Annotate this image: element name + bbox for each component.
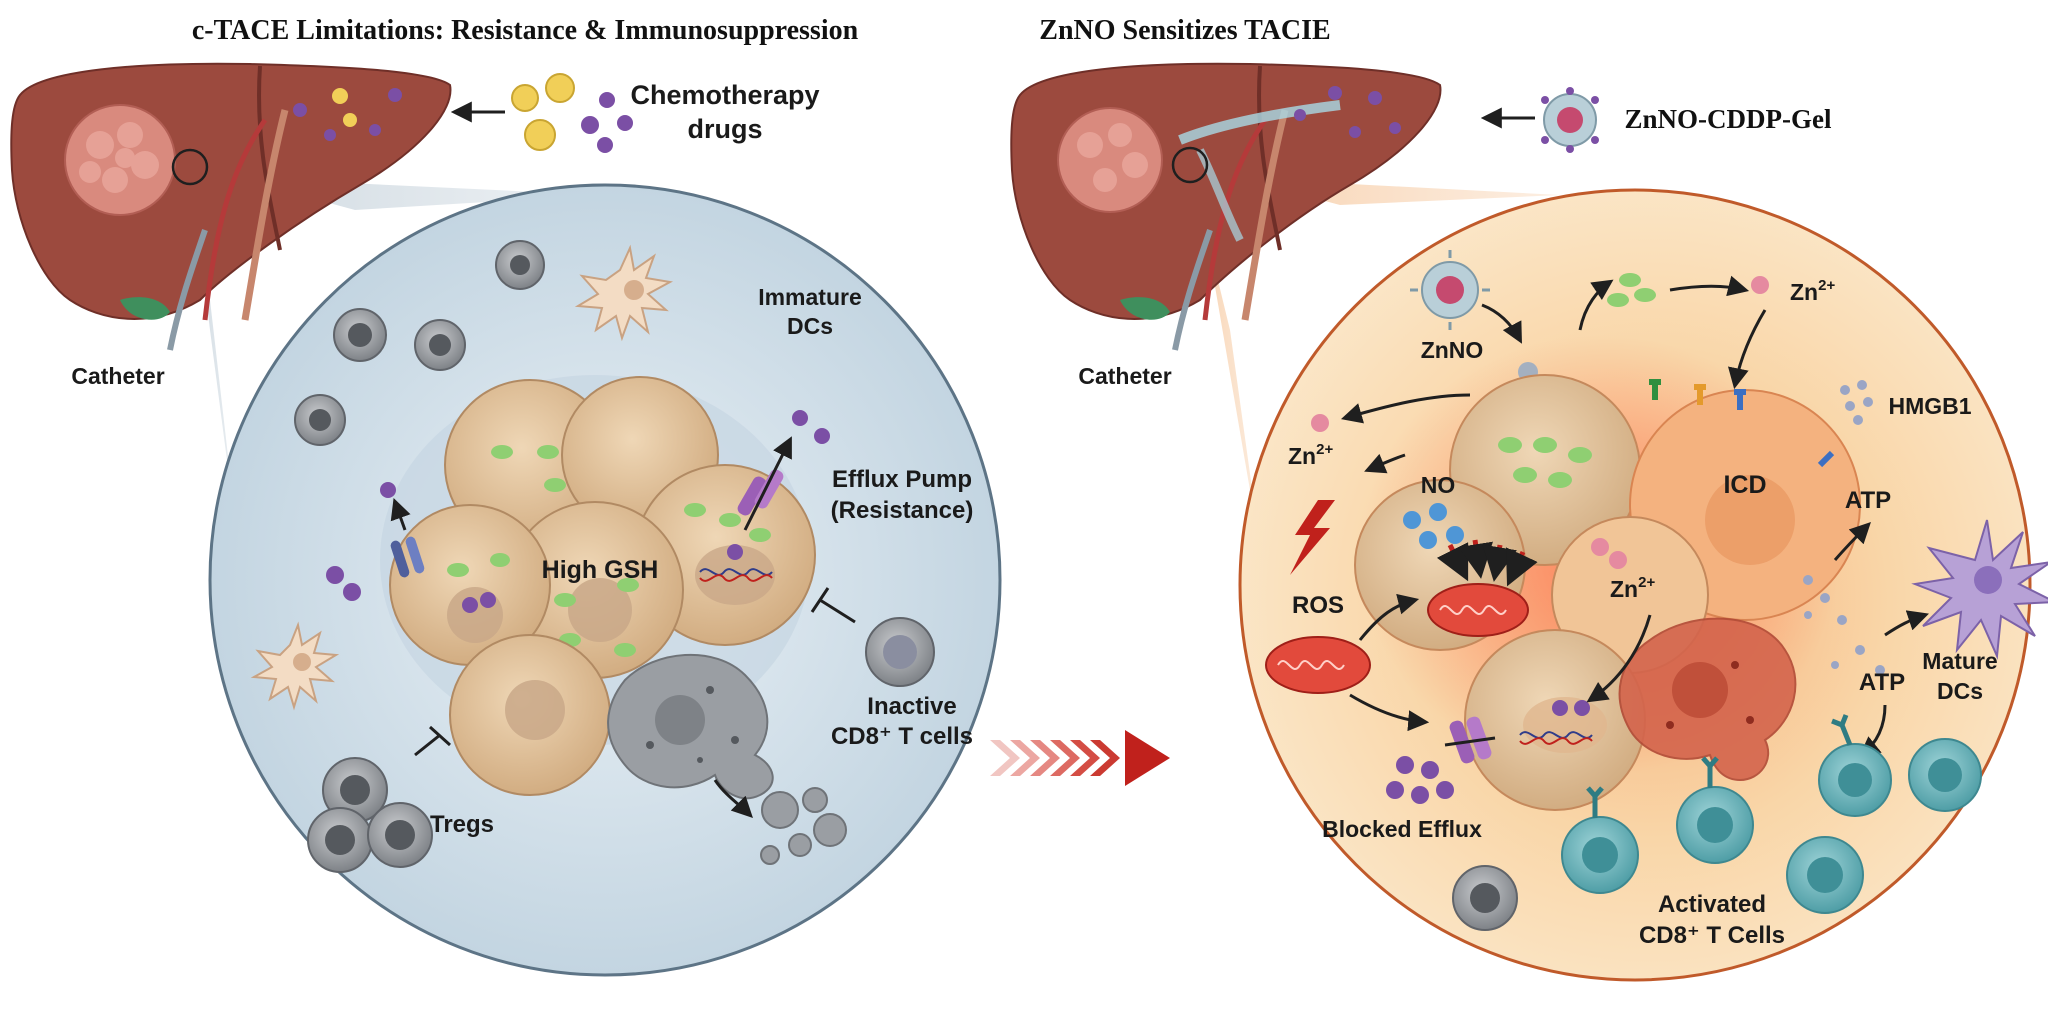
zn-center-label: Zn2+	[1610, 574, 1655, 602]
right-cancer-cell-dna	[1464, 629, 1646, 811]
mature-dcs-line2: DCs	[1937, 678, 1983, 704]
znno-label: ZnNO	[1421, 337, 1484, 363]
atp-label-upper: ATP	[1845, 487, 1891, 514]
icd-label: ICD	[1723, 471, 1766, 499]
hmgb1-particles	[1840, 380, 1873, 425]
left-drug-particle	[326, 566, 344, 584]
left-dying-cell	[607, 653, 774, 800]
treg-inhibition-line	[414, 733, 441, 757]
ros-to-mito-arrow	[1358, 593, 1420, 641]
zn-left-label: Zn2+	[1288, 441, 1333, 469]
left-drug-influx-arrow	[390, 498, 411, 531]
right-dna	[1519, 731, 1593, 739]
chemo-label-line1: Chemotherapy	[630, 80, 819, 110]
mitochondrion-targeted	[1427, 583, 1529, 637]
left-cancer-cell-4	[449, 634, 611, 796]
atp-label-lower: ATP	[1859, 669, 1905, 696]
right-gel-injection	[1178, 100, 1341, 145]
zn-release-arrow	[1340, 393, 1471, 424]
right-catheter-label: Catheter	[1078, 363, 1171, 389]
right-zoom-marker	[1171, 146, 1209, 184]
zn-ion-top	[1751, 276, 1769, 294]
immature-dcs-line1: Immature	[758, 284, 862, 310]
zn-ion-center	[1591, 538, 1609, 556]
znno-nanoparticle	[1410, 250, 1490, 330]
atp-particles	[1803, 575, 1885, 675]
left-catheter-tube	[167, 229, 208, 351]
blocked-efflux-pump	[1444, 716, 1496, 764]
zn-to-dna-arrow	[1586, 614, 1652, 703]
activated-t-cells	[1561, 714, 1982, 914]
left-liver	[10, 62, 452, 351]
red-attack-arrows	[1436, 539, 1538, 587]
transition-arrow	[990, 730, 1170, 786]
chemo-particles	[511, 73, 633, 153]
blocked-drug-particles	[1386, 756, 1454, 804]
left-membrane-transporter	[390, 536, 425, 578]
right-zoom-beam-top	[1180, 165, 1560, 205]
efflux-label-line1: Efflux Pump	[832, 466, 972, 493]
calreticulin-receptors	[1649, 379, 1835, 468]
activated-line1: Activated	[1658, 891, 1766, 918]
right-liver	[1010, 62, 1442, 351]
right-panel-title: ZnNO Sensitizes TACIE	[1039, 15, 1330, 46]
left-dna	[699, 568, 773, 576]
left-zoom-beam-top	[180, 165, 600, 210]
left-cancer-cell-gsh	[506, 501, 684, 679]
ros-mitochondrion	[1265, 636, 1371, 694]
tregs-label: Tregs	[430, 811, 494, 838]
right-grey-cell	[1452, 865, 1518, 931]
zn-to-receptor-arrow	[1728, 309, 1767, 390]
left-cell-fragments	[760, 787, 847, 865]
activated-line2: CD8⁺ T Cells	[1639, 922, 1785, 949]
mature-dc	[1911, 519, 2048, 660]
release-arrow-2	[1669, 275, 1750, 297]
ros-to-efflux-arrow	[1349, 693, 1430, 732]
efflux-label-line2: (Resistance)	[831, 497, 974, 524]
inactive-label-line1: Inactive	[867, 693, 956, 720]
immature-dc-left	[250, 621, 340, 711]
left-zoom-marker	[171, 148, 209, 186]
hmgb1-label: HMGB1	[1888, 393, 1971, 419]
blocked-efflux-label: Blocked Efflux	[1322, 816, 1482, 842]
left-bystander-cells	[294, 240, 545, 446]
left-panel-title: c-TACE Limitations: Resistance & Immunos…	[192, 15, 859, 46]
no-label: NO	[1421, 472, 1456, 498]
chemo-label-line2: drugs	[687, 114, 762, 144]
no-release-arrow	[1364, 453, 1406, 474]
gel-label: ZnNO-CDDP-Gel	[1625, 104, 1832, 134]
znno-uptake-arrow	[1481, 303, 1522, 344]
inactive-cd8-t-cell	[865, 617, 935, 687]
efflux-arrow	[743, 436, 792, 531]
immature-dcs-line2: DCs	[787, 313, 833, 339]
inactive-inhibition-line	[819, 598, 856, 624]
left-catheter-label: Catheter	[71, 363, 164, 389]
znno-cddp-gel-particle	[1541, 87, 1599, 153]
no-molecules	[1403, 503, 1464, 549]
right-dying-cell	[1618, 617, 1797, 782]
high-gsh-label: High GSH	[542, 556, 659, 584]
lightning-bolt-icon	[1290, 500, 1335, 575]
ros-label: ROS	[1292, 592, 1344, 619]
zn-ion-left	[1311, 414, 1329, 432]
immature-dc-top	[574, 244, 674, 342]
tregs-cells	[307, 757, 433, 873]
atp-to-dc-arrow	[1884, 610, 1929, 637]
release-arrow-1	[1578, 279, 1614, 331]
inactive-label-line2: CD8⁺ T cells	[831, 723, 973, 750]
left-fragment-arrow	[713, 779, 753, 818]
atp-arrow-upper	[1833, 522, 1871, 561]
left-gallbladder	[120, 297, 170, 320]
zn-top-label: Zn2+	[1790, 277, 1835, 305]
mature-dcs-line1: Mature	[1922, 648, 1997, 674]
